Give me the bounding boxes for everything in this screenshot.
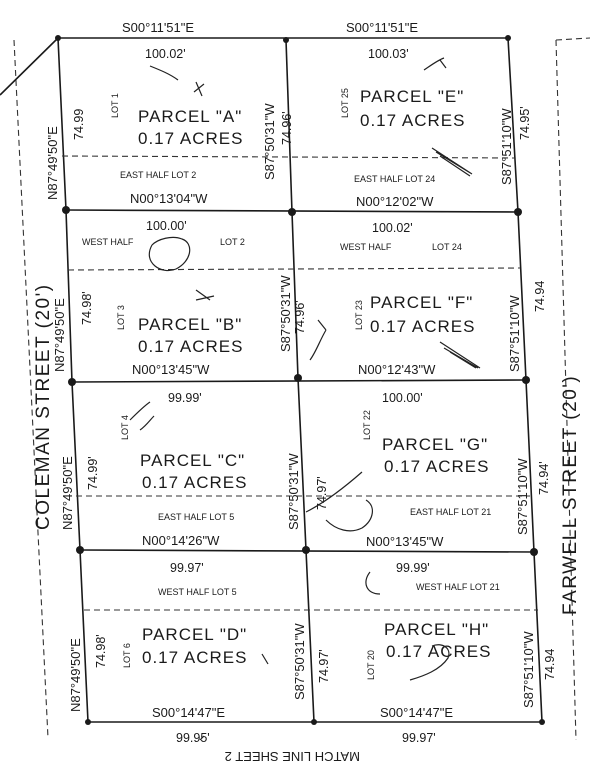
bottom-dim-left: 99.95' [176, 731, 210, 745]
parcel-b-acres: 0.17 ACRES [138, 337, 243, 356]
parcel-f-half-lot: LOT 24 [432, 242, 462, 252]
parcel-a-name: PARCEL "A" [138, 107, 242, 126]
parcel-a-acres: 0.17 ACRES [138, 129, 243, 148]
parcel-e-acres: 0.17 ACRES [360, 111, 465, 130]
parcel-b-name: PARCEL "B" [138, 315, 242, 334]
parcel-g-top-dim: 100.00' [382, 391, 423, 405]
parcel-a-lot: LOT 1 [110, 93, 120, 118]
parcel-c-mid-dim: 74.97' [315, 476, 329, 510]
parcel-b-half-left: WEST HALF [82, 237, 134, 247]
parcel-e-right-bearing: S87°51'10"W [499, 108, 514, 185]
parcel-c-left-bearing: N87°49'50"E [60, 456, 75, 530]
parcel-b-mid-dim: 74.96' [293, 300, 307, 334]
parcel-b-left-dim: 74.98' [80, 291, 94, 325]
parcel-a-mid-bearing: S87°50'31"W [262, 103, 277, 180]
bottom-bearing-right: S00°14'47"E [380, 705, 453, 720]
parcel-f-top-dim: 100.02' [372, 221, 413, 235]
parcel-b-bottom-bearing: N00°13'45"W [132, 362, 210, 377]
parcel-d-half: WEST HALF LOT 5 [158, 587, 237, 597]
parcel-d-name: PARCEL "D" [142, 625, 247, 644]
parcel-h-right-bearing: S87°51'10"W [521, 631, 536, 708]
parcel-e-top-dim: 100.03' [368, 47, 409, 61]
parcel-c-half: EAST HALF LOT 5 [158, 512, 234, 522]
parcel-d-top-dim: 99.97' [170, 561, 204, 575]
lot-line-1 [61, 155, 515, 159]
parcel-g-bottom-bearing: N00°13'45"W [366, 534, 444, 549]
parcel-d-left-dim: 74.98' [94, 634, 108, 668]
parcel-e-name: PARCEL "E" [360, 87, 464, 106]
parcel-b-mid-bearing: S87°50'31"W [278, 275, 293, 352]
parcel-c-name: PARCEL "C" [140, 451, 245, 470]
parcel-b-lot: LOT 3 [116, 305, 126, 330]
parcel-d-left-bearing: N87°49'50"E [68, 638, 83, 712]
top-bearing-left: S00°11'51"E [122, 20, 194, 35]
lot-line-2 [67, 267, 521, 271]
parcel-b-half-lot: LOT 2 [220, 237, 245, 247]
left-street-edge [13, 39, 49, 739]
parcel-a-mid-dim: 74.96' [280, 111, 294, 145]
top-bearing-right: S00°11'51"E [346, 20, 418, 35]
parcel-g-half: EAST HALF LOT 21 [410, 507, 491, 517]
parcel-f-name: PARCEL "F" [370, 293, 473, 312]
parcel-e-lot: LOT 25 [340, 88, 350, 118]
farwell-street-label: FARWELL STREET (20') [560, 375, 581, 615]
parcel-h-top-dim: 99.99' [396, 561, 430, 575]
right-street-line [555, 37, 591, 41]
parcel-g-right-bearing: S87°51'10"W [515, 458, 530, 535]
handwritten-annotations [129, 57, 481, 741]
parcel-b-top-dim: 100.00' [146, 219, 187, 233]
parcel-e-half: EAST HALF LOT 24 [354, 174, 435, 184]
parcel-c-left-dim: 74.99' [86, 456, 100, 490]
parcel-g-acres: 0.17 ACRES [384, 457, 489, 476]
right-street-edge [555, 39, 577, 741]
parcel-h-half: WEST HALF LOT 21 [416, 582, 500, 592]
parcel-g-right-dim: 74.94' [537, 461, 551, 495]
parcel-d-mid-dim: 74.97' [317, 649, 331, 683]
parcel-f-half-left: WEST HALF [340, 242, 392, 252]
left-street-line [0, 37, 59, 96]
parcel-h-name: PARCEL "H" [384, 620, 489, 639]
corner-markers [55, 35, 545, 725]
parcel-f-lot: LOT 23 [354, 300, 364, 330]
parcel-b-left-bearing: N87°49'50"E [52, 298, 67, 372]
bottom-bearing-left: S00°14'47"E [152, 705, 225, 720]
parcel-h-acres: 0.17 ACRES [386, 642, 491, 661]
parcel-d-mid-bearing: S87°50'31"W [292, 623, 307, 700]
parcel-g-name: PARCEL "G" [382, 435, 488, 454]
parcel-f-right-bearing: S87°51'10"W [507, 295, 522, 372]
coleman-street-label: COLEMAN STREET (20') [33, 283, 54, 530]
parcel-d-lot: LOT 6 [122, 643, 132, 668]
parcel-c-mid-bearing: S87°50'31"W [286, 453, 301, 530]
parcel-c-bottom-bearing: N00°14'26"W [142, 533, 220, 548]
parcel-g-lot: LOT 22 [362, 410, 372, 440]
parcel-h-lot: LOT 20 [366, 650, 376, 680]
parcel-d-acres: 0.17 ACRES [142, 648, 247, 667]
parcel-a-half: EAST HALF LOT 2 [120, 170, 196, 180]
parcel-a-left-dim: 74.99 [72, 109, 86, 140]
parcel-c-lot: LOT 4 [120, 415, 130, 440]
parcel-c-acres: 0.17 ACRES [142, 473, 247, 492]
parcel-e-right-dim: 74.95' [518, 106, 532, 140]
parcel-f-right-dim: 74.94 [533, 281, 547, 312]
parcel-f-acres: 0.17 ACRES [370, 317, 475, 336]
parcel-h-right-dim: 74.94 [543, 649, 557, 680]
parcel-a-bottom-bearing: N00°13'04"W [130, 191, 208, 206]
bottom-dim-right: 99.97' [402, 731, 436, 745]
parcel-e-bottom-bearing: N00°12'02"W [356, 194, 434, 209]
match-line-label: MATCH LINE SHEET 2 [225, 749, 360, 764]
parcel-f-bottom-bearing: N00°12'43"W [358, 362, 436, 377]
parcel-a-left-bearing: N87°49'50"E [45, 126, 60, 200]
parcel-c-top-dim: 99.99' [168, 391, 202, 405]
parcel-a-top-dim: 100.02' [145, 47, 186, 61]
